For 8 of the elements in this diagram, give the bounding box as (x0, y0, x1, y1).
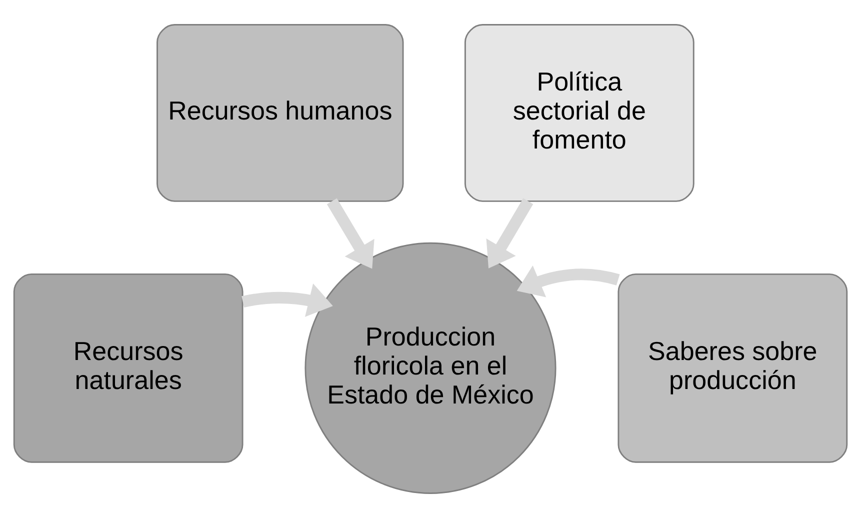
arrow (486, 198, 534, 268)
node-box: Política sectorial de fomento (464, 24, 694, 202)
node-box: Saberes sobre producción (618, 273, 848, 463)
arrow (326, 198, 374, 269)
arrow (242, 283, 333, 317)
node-box: Recursos naturales (13, 273, 244, 463)
node-box: Recursos humanos (156, 24, 404, 202)
arrow (516, 266, 620, 298)
